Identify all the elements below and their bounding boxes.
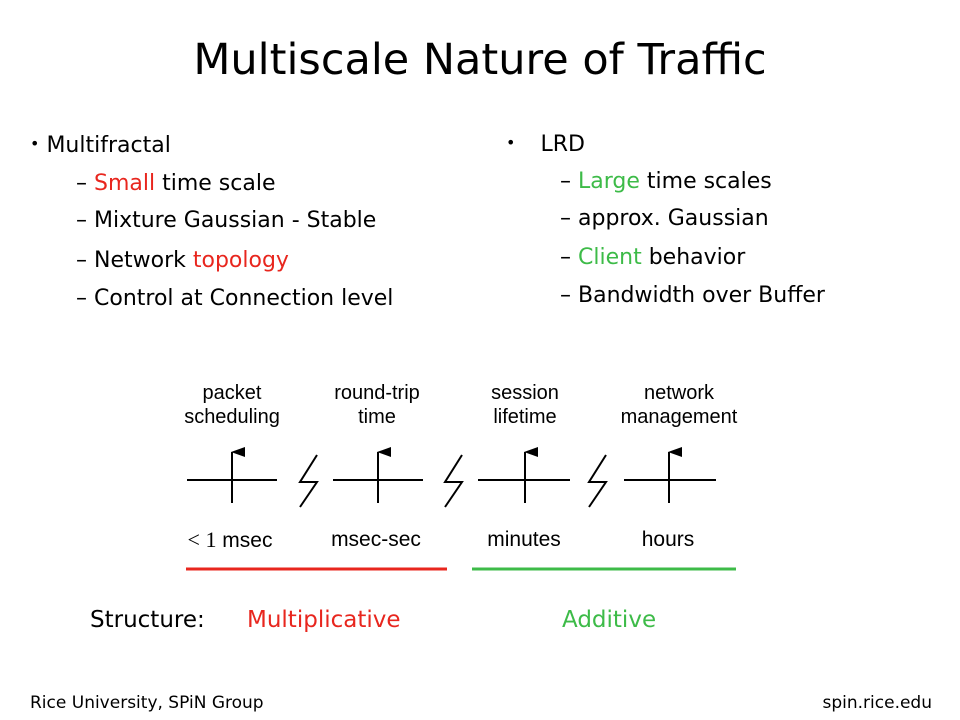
item-text: Bandwidth over Buffer <box>578 283 825 308</box>
scale-break-icon <box>298 454 319 508</box>
level-label-line2: time <box>358 406 396 428</box>
left-bullet-text: Multifractal <box>46 133 171 158</box>
item-highlight: Client <box>578 245 642 270</box>
scale-label-network: hours <box>641 528 695 551</box>
scale-label-packet: < 1 msec <box>150 527 310 554</box>
dash-icon: – <box>76 286 94 311</box>
dash-icon: – <box>560 169 578 194</box>
left-item-1: – Small time scale <box>76 170 276 198</box>
level-label-line2: lifetime <box>493 406 557 428</box>
left-item-4: – Control at Connection level <box>76 285 393 313</box>
level-label-line1: round-trip <box>334 382 420 404</box>
left-item-3: – Network topology <box>76 247 289 275</box>
scale-label-session: minutes <box>487 528 561 551</box>
right-item-3: – Client behavior <box>560 244 745 272</box>
right-item-1: – Large time scales <box>560 168 772 196</box>
level-label-network: network management <box>594 381 764 429</box>
right-bullet: • LRD <box>506 129 585 159</box>
item-text: time scale <box>155 171 276 196</box>
right-item-2: – approx. Gaussian <box>560 205 769 233</box>
structure-label: Structure: <box>90 607 205 633</box>
item-highlight: Large <box>578 169 640 194</box>
footer-right: spin.rice.edu <box>822 693 933 713</box>
level-label-line1: session <box>491 382 559 404</box>
scale-label-round-trip: msec-sec <box>331 528 421 551</box>
item-text: time scales <box>639 169 772 194</box>
level-label-session: session lifetime <box>440 381 610 429</box>
scale-break-icon <box>587 454 608 508</box>
scale-symbol: < 1 <box>187 527 217 552</box>
level-label-round-trip: round-trip time <box>292 381 462 429</box>
right-item-4: – Bandwidth over Buffer <box>560 282 825 310</box>
item-highlight: Small <box>94 171 156 196</box>
structure-additive: Additive <box>562 607 657 633</box>
scale-break-icon <box>443 454 464 508</box>
left-item-2: – Mixture Gaussian - Stable <box>76 207 376 235</box>
item-text: Control at Connection level <box>94 286 394 311</box>
level-label-packet: packet scheduling <box>147 381 317 429</box>
structure-multiplicative: Multiplicative <box>247 607 401 633</box>
item-text: behavior <box>641 245 746 270</box>
item-highlight: topology <box>192 248 289 273</box>
item-text: Mixture Gaussian - Stable <box>94 208 377 233</box>
scale-text: msec <box>216 529 273 552</box>
footer-left: Rice University, SPiN Group <box>30 693 264 713</box>
dash-icon: – <box>76 248 94 273</box>
level-label-line1: packet <box>202 382 262 404</box>
item-text: approx. Gaussian <box>578 206 769 231</box>
level-label-line2: management <box>620 406 738 428</box>
item-text: Network <box>94 248 193 273</box>
bullet-dot-icon: • <box>506 133 516 152</box>
dash-icon: – <box>560 206 578 231</box>
right-bullet-text: LRD <box>540 132 585 157</box>
level-label-line1: network <box>643 382 715 404</box>
left-bullet: • Multifractal <box>30 130 171 160</box>
bullet-dot-icon: • <box>30 134 40 153</box>
dash-icon: – <box>560 283 578 308</box>
dash-icon: – <box>76 171 94 196</box>
dash-icon: – <box>560 245 578 270</box>
level-label-line2: scheduling <box>184 406 280 428</box>
dash-icon: – <box>76 208 94 233</box>
slide-title: Multiscale Nature of Traffic <box>193 35 767 85</box>
